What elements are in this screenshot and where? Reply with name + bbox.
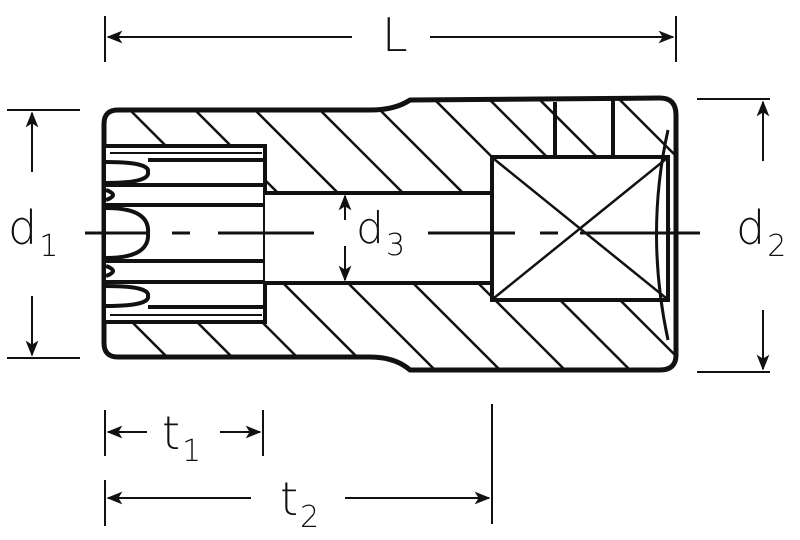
dimension-d2 [697,98,770,373]
label-L-text: L [382,8,408,62]
label-d2-main: d [736,201,766,255]
center-bore [265,191,492,285]
label-t1-sub: 1 [182,434,202,469]
label-d2: d2 [736,205,786,262]
socket-body-outline [101,95,679,373]
dimension-t1 [104,410,264,456]
label-t2: t2 [280,476,319,533]
square-drive-recess [490,129,670,341]
label-d1: d1 [8,205,58,262]
label-d1-main: d [8,201,38,255]
label-t2-main: t [280,472,299,526]
label-d1-sub: 1 [39,229,59,264]
dimension-d1 [7,109,80,359]
label-d3-main: d [356,203,384,254]
label-t2-sub: 2 [300,500,320,535]
label-t1-main: t [162,406,181,460]
label-d3: d3 [356,207,405,261]
label-L: L [382,12,408,58]
label-d3-sub: 3 [385,228,406,263]
dimension-t2 [104,404,493,526]
label-t1: t1 [162,410,201,467]
dimension-L [104,16,677,62]
hex-flat-lines [553,100,615,157]
label-d2-sub: 2 [767,229,787,264]
